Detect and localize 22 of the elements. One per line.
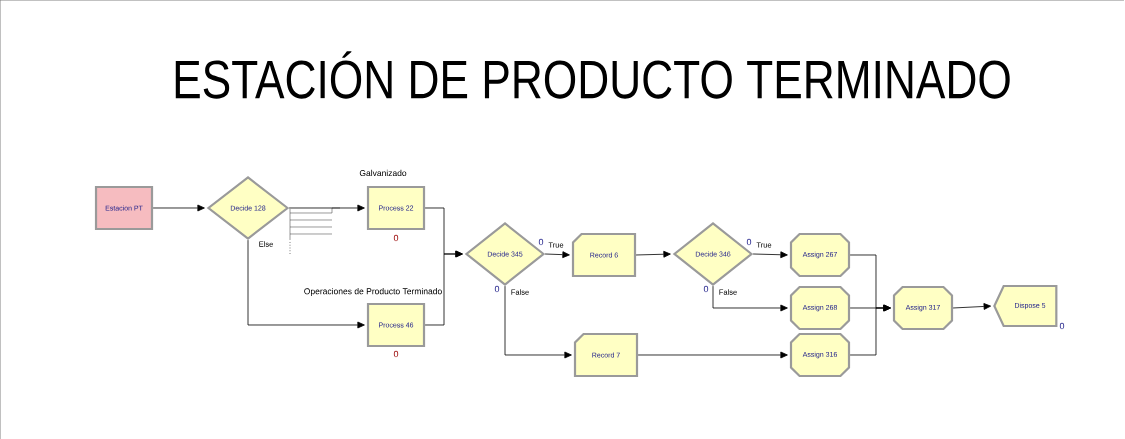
- counter: 0: [538, 238, 544, 246]
- connector: [952, 303, 992, 310]
- counter: 0: [746, 238, 752, 246]
- connector: [288, 204, 365, 212]
- counter: 0: [1059, 322, 1065, 330]
- counter: 0: [703, 285, 709, 293]
- module-heading: Operaciones de Producto Terminado: [304, 288, 442, 296]
- connector: [752, 251, 788, 259]
- connector: [637, 351, 788, 359]
- connector: [849, 304, 891, 356]
- connector: [504, 285, 572, 359]
- counter: 0: [393, 350, 399, 358]
- connector: [424, 250, 463, 326]
- counter: 0: [494, 285, 500, 293]
- connector: [544, 251, 570, 259]
- connector: [712, 285, 788, 312]
- module-heading: Galvanizado: [359, 169, 407, 177]
- connector: [635, 250, 671, 258]
- connector: [152, 204, 205, 212]
- title: ESTACIÓN DE PRODUCTO TERMINADO: [175, 51, 1010, 99]
- connector: [247, 239, 365, 329]
- counter: 0: [393, 234, 399, 242]
